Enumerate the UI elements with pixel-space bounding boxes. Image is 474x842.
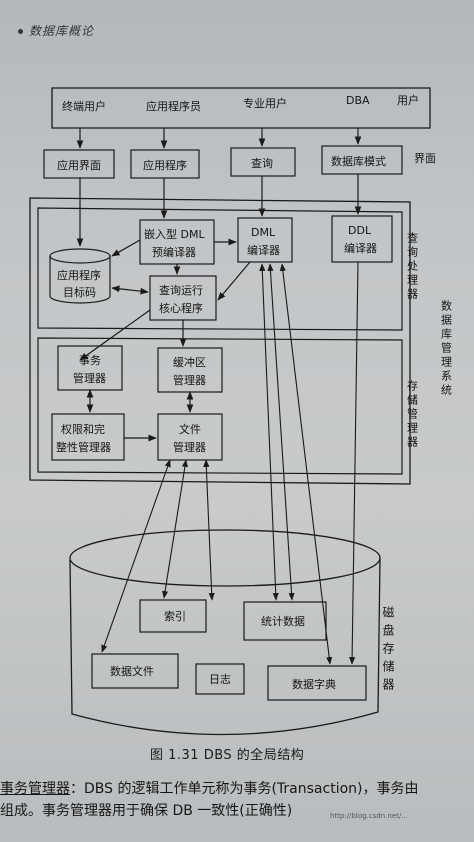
app-code-line1: 应用程序: [57, 268, 101, 282]
professional-user-label: 专业用户: [243, 96, 287, 110]
stats-label: 统计数据: [261, 614, 305, 628]
auth-manager-box: [51, 413, 125, 461]
app-code-cylinder: [49, 248, 111, 304]
storage-manager-label: 存储管理器: [406, 379, 419, 450]
data-file-box: [91, 653, 179, 689]
ddl-line2: 编译器: [344, 241, 377, 255]
disk-label: 磁盘存储器: [381, 605, 395, 696]
db-schema-label: 数据库模式: [331, 154, 386, 168]
interface-layer-label: 界面: [414, 152, 436, 165]
users-bar: [51, 87, 431, 129]
query-processor-label: 查询处理器: [406, 231, 419, 302]
header-title: 数据库概论: [29, 24, 95, 38]
buffer-line1: 缓冲区: [173, 355, 206, 369]
log-box: [195, 663, 245, 695]
app-program-label: 应用程序: [143, 158, 187, 172]
app-interface-box: [43, 149, 115, 179]
bullet-icon: [18, 29, 23, 34]
query-processor-box: [37, 207, 403, 331]
app-programmer-label: 应用程序员: [146, 99, 201, 113]
disk-storage-cylinder: [69, 529, 381, 736]
watermark: http://blog.csdn.net/...: [330, 812, 408, 820]
file-manager-box: [157, 413, 223, 461]
query-label: 查询: [251, 156, 273, 170]
ddl-compiler-box: [331, 215, 393, 263]
data-file-label: 数据文件: [110, 664, 154, 678]
auth-line1: 权限和完: [61, 422, 105, 436]
auth-line2: 整性管理器: [56, 440, 111, 454]
file-line1: 文件: [179, 422, 201, 436]
dbms-label: 数据库管理系统: [440, 300, 453, 398]
embedded-dml-line1: 嵌入型 DML: [144, 227, 205, 241]
end-user-label: 终端用户: [62, 99, 106, 113]
log-label: 日志: [209, 673, 231, 686]
running-header: 数据库概论: [18, 22, 94, 39]
query-box: [230, 147, 296, 177]
embedded-dml-line2: 预编译器: [152, 245, 196, 259]
dml-line1: DML: [251, 226, 276, 239]
buffer-line2: 管理器: [173, 373, 206, 387]
users-layer-label: 用户: [397, 93, 419, 107]
dbs-architecture-diagram: 终端用户 应用程序员 专业用户 DBA 用户 应用界面 应用程序 查询 数据库模…: [29, 87, 453, 736]
txn-line1: 事务: [79, 354, 101, 367]
body-term: 事务管理器: [0, 781, 70, 797]
dbms-outer-box: [29, 197, 411, 485]
index-label: 索引: [164, 609, 186, 623]
figure-caption: 图 1.31 DBS 的全局结构: [150, 748, 305, 763]
dba-label: DBA: [346, 94, 370, 107]
txn-line2: 管理器: [73, 371, 106, 385]
dictionary-box: [267, 665, 367, 701]
dictionary-label: 数据字典: [292, 677, 336, 691]
app-interface-label: 应用界面: [57, 158, 101, 172]
dml-compiler-box: [237, 217, 293, 263]
db-schema-box: [321, 145, 403, 175]
file-line2: 管理器: [173, 440, 206, 454]
query-core-line2: 核心程序: [159, 301, 203, 315]
body-line1-rest: ：DBS 的逻辑工作单元称为事务(Transaction)，事务由: [70, 781, 419, 797]
body-text-line-2: 组成。事务管理器用于确保 DB 一致性(正确性): [0, 803, 293, 819]
query-core-line1: 查询运行: [159, 283, 203, 297]
body-text-line-1: 事务管理器：DBS 的逻辑工作单元称为事务(Transaction)，事务由: [0, 778, 419, 798]
dml-line2: 编译器: [247, 243, 280, 257]
ddl-line1: DDL: [348, 224, 372, 237]
app-program-box: [130, 149, 200, 179]
app-code-line2: 目标码: [63, 285, 96, 299]
